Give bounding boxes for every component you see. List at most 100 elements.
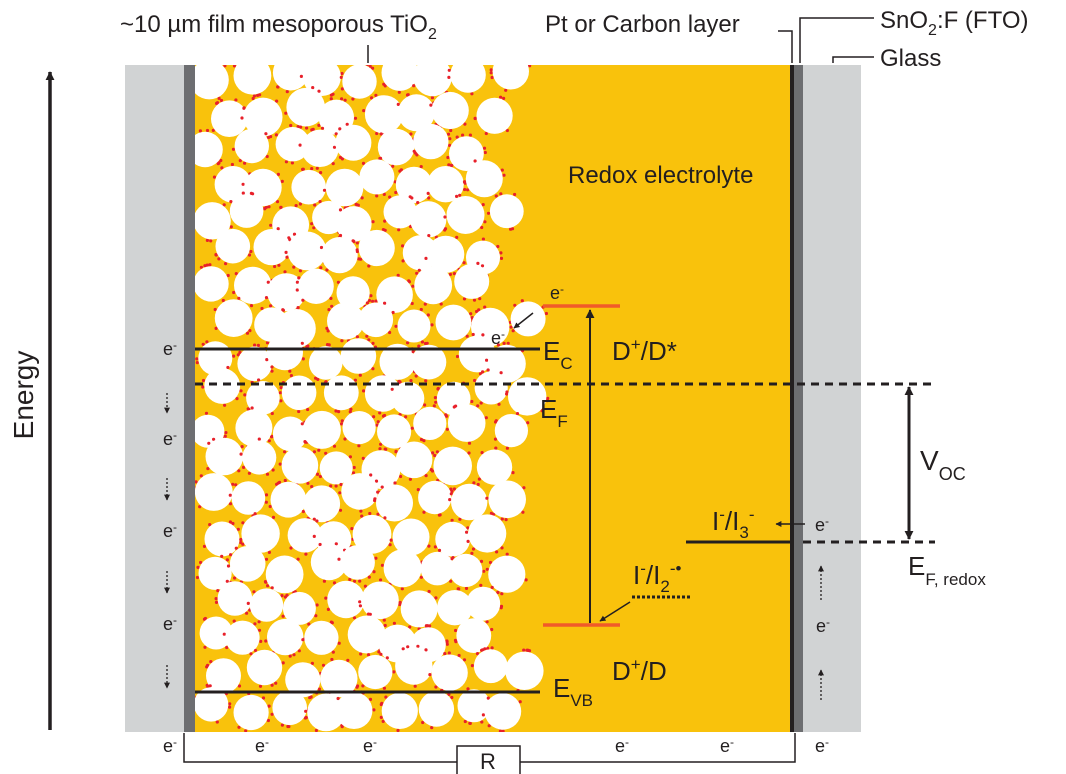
- dye-molecule: [212, 437, 216, 441]
- dye-molecule: [445, 642, 449, 646]
- dye-molecule: [225, 579, 229, 583]
- dye-molecule: [478, 297, 482, 301]
- dye-molecule: [473, 116, 477, 120]
- dye-molecule: [292, 232, 297, 236]
- dye-molecule: [285, 90, 289, 94]
- dye-molecule: [480, 451, 484, 455]
- dye-molecule: [303, 440, 308, 444]
- dye-molecule: [391, 310, 395, 315]
- dye-molecule: [489, 71, 493, 75]
- tio2-nanoparticle: [211, 100, 248, 137]
- dye-molecule: [410, 196, 414, 200]
- dye-molecule: [224, 431, 228, 435]
- dye-molecule: [352, 465, 356, 470]
- dye-molecule: [541, 407, 546, 411]
- dye-molecule: [478, 58, 481, 61]
- electron-label: e-: [163, 613, 177, 634]
- dye-molecule: [524, 578, 528, 582]
- dye-molecule: [448, 143, 452, 147]
- energy-axis-label: Energy: [8, 351, 39, 440]
- dye-molecule: [496, 244, 500, 249]
- dye-molecule: [499, 95, 503, 99]
- dye-molecule: [388, 195, 392, 199]
- dye-molecule: [435, 450, 439, 454]
- dye-molecule: [448, 498, 452, 502]
- dye-molecule: [225, 645, 229, 650]
- dye-molecule: [526, 421, 530, 425]
- dye-molecule: [465, 334, 469, 338]
- dye-molecule: [317, 448, 321, 452]
- dye-molecule: [479, 583, 483, 587]
- dye-molecule: [409, 379, 413, 383]
- dye-molecule: [408, 625, 412, 629]
- dye-molecule: [229, 553, 233, 557]
- dye-molecule: [265, 358, 269, 362]
- dye-molecule: [455, 135, 459, 139]
- dye-molecule: [277, 263, 281, 267]
- dye-molecule: [266, 718, 270, 723]
- dye-molecule: [242, 106, 246, 110]
- dye-molecule: [334, 484, 338, 488]
- tio2-nanoparticle: [286, 87, 326, 127]
- dye-molecule: [412, 84, 416, 88]
- dye-molecule: [486, 696, 490, 700]
- dye-molecule: [367, 575, 371, 579]
- electron-label: e-: [163, 338, 177, 359]
- dye-molecule: [374, 556, 378, 560]
- dye-molecule: [346, 658, 350, 663]
- tio2-nanoparticle: [320, 659, 358, 698]
- dye-molecule: [438, 513, 442, 517]
- dye-molecule: [324, 451, 328, 455]
- tio2-nanoparticle: [336, 276, 370, 310]
- dye-molecule: [470, 92, 474, 96]
- injected-electron-label: e-: [550, 282, 564, 303]
- dye-molecule: [509, 227, 513, 231]
- tio2-nanoparticle: [397, 309, 431, 343]
- dye-molecule: [310, 167, 314, 171]
- dye-molecule: [280, 594, 284, 598]
- dye-molecule: [256, 343, 260, 347]
- dye-molecule: [478, 372, 483, 376]
- dye-molecule: [367, 338, 371, 342]
- tio2-nanoparticle: [281, 375, 317, 411]
- dye-molecule: [257, 437, 261, 441]
- dye-molecule: [458, 517, 462, 521]
- dye-molecule: [251, 96, 255, 101]
- dye-molecule: [411, 350, 415, 354]
- dye-molecule: [424, 256, 428, 260]
- dye-molecule: [338, 508, 343, 512]
- dye-molecule: [445, 427, 449, 431]
- dye-molecule: [485, 567, 489, 571]
- fto-label: SnO2:F (FTO): [880, 7, 1028, 39]
- tio2-nanoparticle: [204, 368, 241, 404]
- dye-molecule: [410, 426, 414, 430]
- tio2-nanoparticle: [433, 446, 473, 486]
- tio2-nanoparticle: [414, 266, 453, 305]
- dye-molecule: [337, 641, 341, 645]
- dye-molecule: [420, 340, 424, 344]
- dye-molecule: [325, 268, 329, 272]
- dye-molecule: [242, 465, 246, 469]
- dye-molecule: [483, 220, 487, 224]
- tio2-nanoparticle: [335, 692, 373, 729]
- tio2-nanoparticle: [195, 473, 233, 511]
- tio2-nanoparticle: [267, 618, 304, 656]
- dye-molecule: [382, 192, 386, 196]
- dye-molecule: [317, 89, 321, 93]
- dye-molecule: [237, 469, 241, 473]
- dye-molecule: [306, 407, 310, 412]
- dye-molecule: [223, 65, 227, 68]
- dye-molecule: [401, 259, 405, 263]
- dye-molecule: [461, 133, 465, 137]
- dye-molecule: [447, 75, 451, 79]
- dye-molecule: [281, 661, 285, 665]
- tio2-nanoparticle: [282, 591, 316, 625]
- dye-molecule: [273, 264, 277, 269]
- dye-molecule: [416, 644, 420, 648]
- dye-molecule: [304, 552, 308, 556]
- dye-molecule: [419, 575, 423, 579]
- i3-label: I-/I3-: [712, 505, 755, 542]
- tio2-nanoparticle: [418, 691, 455, 727]
- dye-molecule: [265, 154, 269, 159]
